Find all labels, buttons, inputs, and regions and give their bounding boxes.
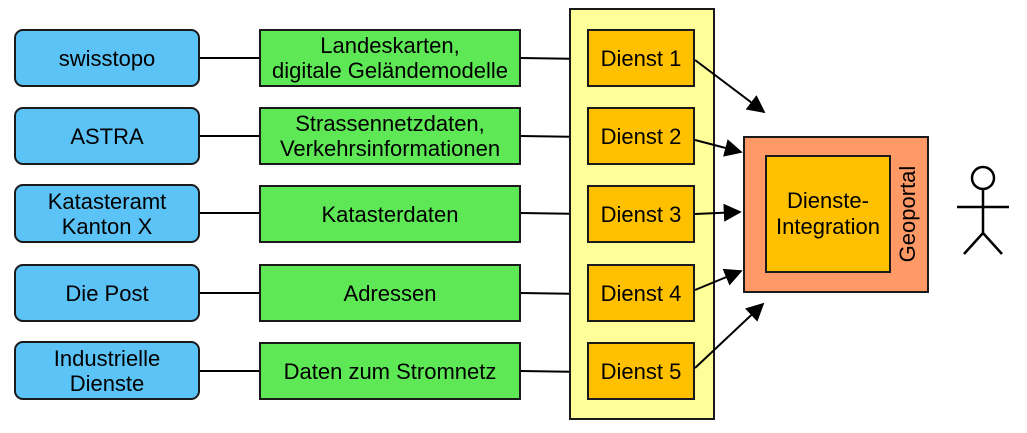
dataset-strassennetzdaten: Strassennetzdaten, Verkehrsinformationen xyxy=(259,107,521,165)
dienste-integration-box: Dienste- Integration xyxy=(765,155,891,273)
service-label: Dienst 4 xyxy=(600,280,682,306)
source-swisstopo: swisstopo xyxy=(14,29,200,87)
geoportal-label: Geoportal xyxy=(895,165,920,263)
integration-label: Dienste- Integration xyxy=(776,188,880,239)
source-label: Katasteramt Kanton X xyxy=(47,188,167,239)
service-dienst-3: Dienst 3 xyxy=(587,185,695,243)
source-label: ASTRA xyxy=(70,123,144,149)
dataset-landeskarten: Landeskarten, digitale Geländemodelle xyxy=(259,29,521,87)
source-katasteramt: Katasteramt Kanton X xyxy=(14,184,200,243)
service-label: Dienst 3 xyxy=(600,201,682,227)
source-astra: ASTRA xyxy=(14,107,200,165)
source-die-post: Die Post xyxy=(14,264,200,322)
service-label: Dienst 1 xyxy=(600,45,682,71)
dataset-label: Katasterdaten xyxy=(321,201,459,227)
dataset-katasterdaten: Katasterdaten xyxy=(259,185,521,243)
service-dienst-5: Dienst 5 xyxy=(587,342,695,400)
dataset-label: Landeskarten, digitale Geländemodelle xyxy=(271,33,509,83)
service-label: Dienst 2 xyxy=(600,123,682,149)
source-label: Die Post xyxy=(65,280,149,306)
dataset-label: Strassennetzdaten, Verkehrsinformationen xyxy=(279,111,501,161)
service-dienst-1: Dienst 1 xyxy=(587,29,695,87)
dataset-stromnetz: Daten zum Stromnetz xyxy=(259,342,521,400)
service-dienst-4: Dienst 4 xyxy=(587,264,695,322)
source-label: Industrielle Dienste xyxy=(53,345,161,396)
dataset-label: Daten zum Stromnetz xyxy=(283,358,497,384)
service-dienst-2: Dienst 2 xyxy=(587,107,695,165)
service-label: Dienst 5 xyxy=(600,358,682,384)
source-label: swisstopo xyxy=(58,45,156,71)
dataset-label: Adressen xyxy=(343,280,437,306)
dataset-adressen: Adressen xyxy=(259,264,521,322)
source-industrielle-dienste: Industrielle Dienste xyxy=(14,341,200,400)
